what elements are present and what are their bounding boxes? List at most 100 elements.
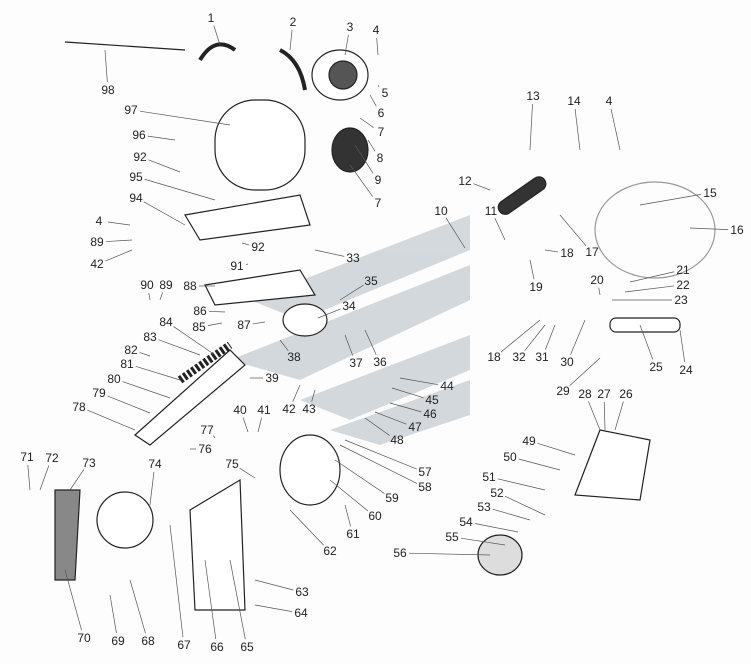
leader-line [334,459,385,494]
callout-label: 83 [143,330,157,344]
callout-label: 32 [512,350,526,364]
leader-line [169,524,184,638]
leader-line [639,194,702,206]
callout-label: 80 [107,372,121,386]
callout-label: 54 [459,515,473,529]
callout-label: 46 [423,407,437,421]
leader-line [497,478,546,491]
leader-line [149,471,155,506]
callout-label: 50 [503,450,517,464]
callout-label: 58 [418,480,432,494]
callout-label: 40 [233,403,247,417]
valve-housing-part [574,429,651,501]
leader-line [311,389,316,402]
callout-label: 26 [619,387,633,401]
leader-line [147,135,176,141]
callout-label: 52 [490,486,504,500]
tube-part [497,176,547,215]
leader-line [369,94,377,107]
callout-label: 72 [45,451,59,465]
leader-line [377,84,380,88]
callout-label: 85 [192,320,206,334]
leader-line [537,442,576,456]
leader-line [494,218,506,241]
callout-label: 4 [605,94,613,108]
plate-part [204,269,317,306]
bracket-part [184,194,311,241]
leader-line [107,221,131,226]
leader-line [252,321,266,325]
leader-line [364,417,390,436]
shaft-part [134,349,246,446]
leader-line [143,201,186,226]
leader-line [39,465,50,491]
callout-label: 44 [440,379,454,393]
callout-label: 11 [484,204,498,218]
callout-label: 27 [597,387,611,401]
leader-lines [27,25,729,640]
leader-line [173,326,216,356]
callout-label: 63 [295,585,309,599]
strap-part [198,42,237,62]
callout-label: 3 [346,20,354,34]
callout-label: 18 [560,246,574,260]
leader-line [545,324,556,350]
leader-line [105,249,133,262]
callout-label: 92 [133,150,147,164]
leader-line [279,339,289,352]
gear-housing-part [279,434,341,506]
callout-label: 67 [177,638,191,652]
leader-line [329,479,369,512]
leader-line [408,552,491,556]
leader-line [64,569,82,631]
callout-label: 92 [251,240,265,254]
leader-line [135,365,181,381]
callout-label: 70 [77,631,91,645]
leader-line [359,117,374,128]
leader-line [207,322,223,326]
callout-label: 13 [526,89,540,103]
leader-line [603,401,606,431]
callout-label: 34 [342,299,356,313]
callout-label: 98 [101,83,115,97]
leader-line [292,384,301,402]
leader-line [389,402,422,413]
leader-line [349,164,373,197]
leader-line [339,284,364,301]
leader-line [391,387,424,399]
leader-line [208,310,226,313]
callout-label: 23 [674,293,688,307]
leader-line [529,259,535,280]
leader-line [204,559,217,640]
callout-label: 91 [230,259,244,273]
leader-line [109,594,117,634]
callout-label: 16 [730,223,744,237]
callout-label: 77 [200,423,214,437]
callout-label: 5 [381,86,389,100]
leader-line [239,467,256,479]
leader-line [104,49,108,83]
leader-line [148,292,151,301]
callout-label: 42 [90,257,104,271]
leader-line [27,464,31,491]
leader-line [629,271,675,283]
leader-line [492,508,531,521]
callout-label: 17 [585,245,599,259]
leader-line [289,29,293,51]
leader-line [598,287,601,296]
leader-line [354,144,374,174]
callout-label: 2 [289,15,297,29]
callout-label: 68 [141,634,155,648]
parts [54,41,716,611]
callout-label: 75 [225,457,239,471]
gasket-part [54,489,81,581]
callout-label: 53 [477,500,491,514]
callout-label: 20 [590,273,604,287]
leader-line [87,409,136,431]
leader-line [314,249,345,257]
callout-label: 48 [390,433,404,447]
callout-label: 61 [346,527,360,541]
callout-label: 12 [458,174,472,188]
